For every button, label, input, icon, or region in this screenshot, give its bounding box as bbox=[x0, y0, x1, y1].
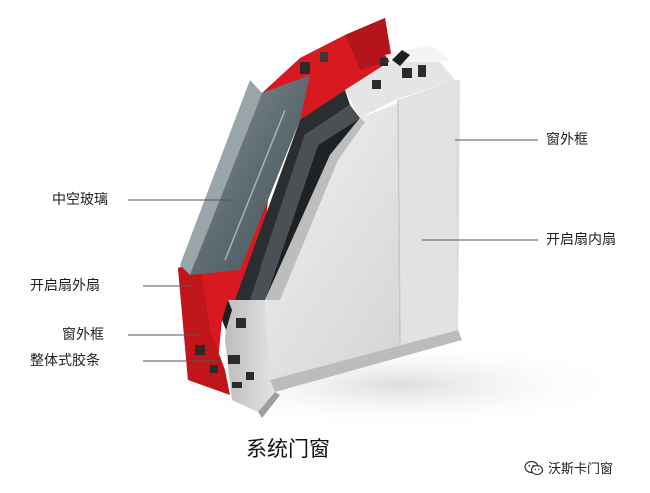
label-outer-frame-left: 窗外框 bbox=[62, 327, 104, 343]
leader-lines bbox=[128, 139, 538, 362]
label-inner-opening-sash: 开启扇内扇 bbox=[546, 232, 616, 248]
label-outer-opening-sash: 开启扇外扇 bbox=[30, 278, 100, 294]
diagram-caption: 系统门窗 bbox=[246, 437, 330, 461]
top-profile-section bbox=[300, 45, 455, 118]
bottom-profile-section bbox=[195, 300, 280, 418]
watermark-text: 沃斯卡门窗 bbox=[548, 462, 614, 477]
label-integrated-gasket: 整体式胶条 bbox=[30, 353, 100, 369]
aluminum-inner-sash bbox=[265, 80, 462, 392]
watermark: 沃斯卡门窗 bbox=[524, 458, 613, 477]
wechat-icon bbox=[524, 460, 544, 475]
insulated-glass-pane bbox=[180, 75, 310, 275]
label-insulated-glass: 中空玻璃 bbox=[52, 192, 108, 208]
label-outer-frame-right: 窗外框 bbox=[546, 132, 588, 148]
